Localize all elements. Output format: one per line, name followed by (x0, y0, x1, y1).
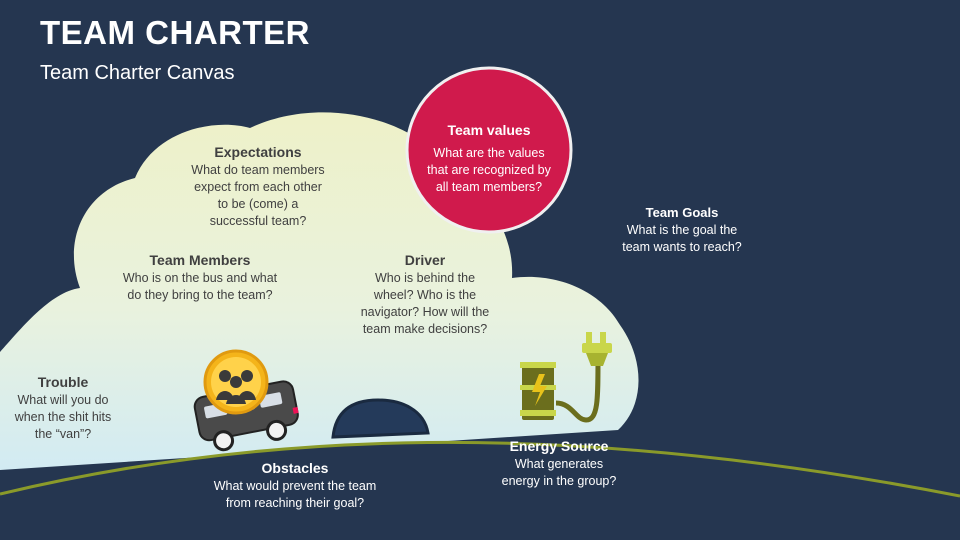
trouble-desc-2: when the shit hits (14, 410, 112, 424)
page-title: TEAM CHARTER (40, 14, 310, 51)
driver-desc-3: navigator? How will the (360, 305, 490, 319)
obstacles-desc-1: What would prevent the team (213, 479, 377, 493)
trouble-desc-3: the “van”? (34, 427, 92, 441)
driver-desc-4: team make decisions? (362, 322, 488, 336)
team-goals-desc-2: team wants to reach? (622, 240, 742, 254)
team-values-heading: Team values (447, 122, 531, 138)
tunnel-icon (331, 398, 430, 439)
driver-heading: Driver (404, 252, 446, 268)
team-values-block: Team values What are the values that are… (414, 121, 564, 196)
team-goals-block: Team Goals What is the goal the team wan… (602, 203, 762, 256)
energy-source-heading: Energy Source (509, 438, 609, 454)
team-members-block: Team Members Who is on the bus and what … (100, 251, 300, 304)
expectations-desc-1: What do team members (191, 163, 325, 177)
expectations-desc-4: successful team? (209, 214, 307, 228)
team-values-circle (405, 66, 573, 234)
team-goals-heading: Team Goals (645, 205, 719, 220)
team-members-heading: Team Members (149, 252, 251, 268)
driver-desc-2: wheel? Who is the (373, 288, 477, 302)
obstacles-desc-2: from reaching their goal? (225, 496, 365, 510)
obstacles-block: Obstacles What would prevent the team fr… (190, 459, 400, 512)
energy-station-icon (520, 357, 601, 423)
team-values-desc-1: What are the values (433, 146, 545, 160)
trouble-block: Trouble What will you do when the shit h… (3, 373, 123, 443)
expectations-desc-3: to be (come) a (217, 197, 299, 211)
trouble-heading: Trouble (37, 374, 89, 390)
obstacles-heading: Obstacles (261, 460, 329, 476)
energy-source-block: Energy Source What generates energy in t… (484, 437, 634, 490)
driver-block: Driver Who is behind the wheel? Who is t… (345, 251, 505, 338)
team-members-desc-2: do they bring to the team? (127, 288, 273, 302)
page-subtitle: Team Charter Canvas (40, 62, 235, 84)
energy-source-desc-2: energy in the group? (501, 474, 617, 488)
ground (0, 442, 960, 540)
expectations-desc-2: expect from each other (194, 180, 322, 194)
team-values-desc-2: that are recognized by (427, 163, 551, 177)
driver-desc-1: Who is behind the (374, 271, 476, 285)
energy-source-desc-1: What generates (514, 457, 604, 471)
plug-icon (582, 332, 612, 366)
team-values-desc-3: all team members? (435, 180, 543, 194)
expectations-block: Expectations What do team members expect… (168, 143, 348, 230)
expectations-heading: Expectations (214, 144, 302, 160)
team-goals-desc-1: What is the goal the (626, 223, 738, 237)
ground-line (0, 440, 960, 498)
trouble-desc-1: What will you do (17, 393, 109, 407)
team-sun-icon (203, 349, 269, 415)
team-members-desc-1: Who is on the bus and what (122, 271, 278, 285)
